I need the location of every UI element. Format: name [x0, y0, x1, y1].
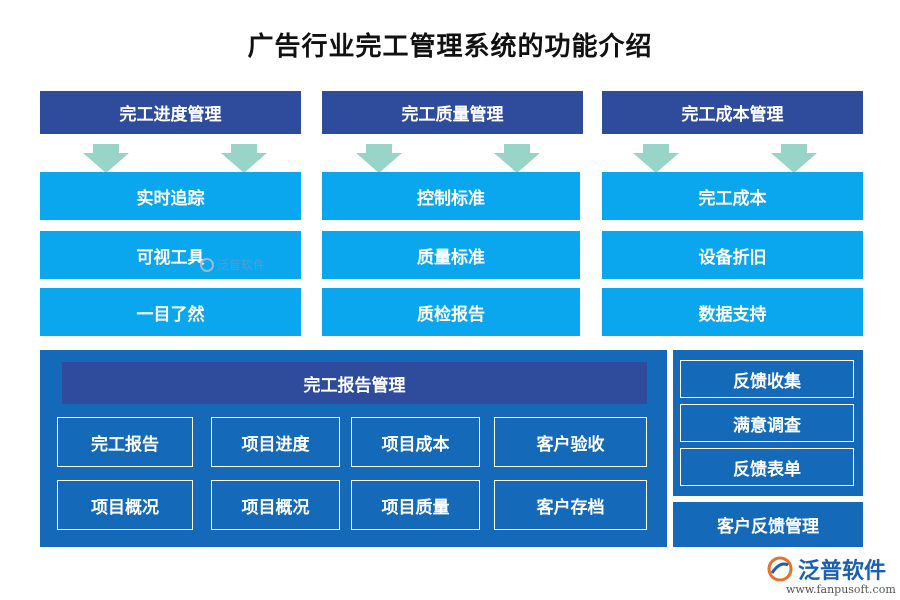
brand-logo: 泛普软件 www.fanpusoft.com — [766, 553, 896, 597]
down-arrow-icon — [494, 144, 540, 173]
header-progress: 完工进度管理 — [40, 91, 301, 134]
item-at-a-glance: 一目了然 — [40, 288, 301, 336]
down-arrow-icon — [771, 144, 817, 173]
down-arrow-icon — [356, 144, 402, 173]
down-arrow-icon — [633, 144, 679, 173]
page-title: 广告行业完工管理系统的功能介绍 — [247, 32, 653, 62]
cell-project-progress: 项目进度 — [211, 417, 340, 467]
header-cost: 完工成本管理 — [602, 91, 863, 134]
item-visual-tools: 可视工具 — [40, 231, 301, 279]
brand-name: 泛普软件 — [798, 559, 887, 584]
report-header: 完工报告管理 — [62, 362, 647, 404]
cell-feedback-form: 反馈表单 — [680, 448, 854, 486]
cell-project-quality: 项目质量 — [351, 480, 480, 530]
cell-project-cost: 项目成本 — [351, 417, 480, 467]
feedback-panel — [673, 350, 863, 496]
item-completion-cost: 完工成本 — [602, 172, 863, 220]
brand-url: www.fanpusoft.com — [786, 583, 896, 596]
cell-feedback-collection: 反馈收集 — [680, 360, 854, 398]
item-quality-standard: 质量标准 — [322, 231, 580, 279]
cell-customer-archive: 客户存档 — [494, 480, 647, 530]
cell-customer-acceptance: 客户验收 — [494, 417, 647, 467]
item-depreciation: 设备折旧 — [602, 231, 863, 279]
down-arrow-icon — [221, 144, 267, 173]
watermark: 泛普软件 — [200, 256, 265, 273]
item-realtime-tracking: 实时追踪 — [40, 172, 301, 220]
feedback-footer: 客户反馈管理 — [673, 502, 863, 547]
watermark-logo-icon — [200, 257, 214, 272]
brand-logo-icon — [767, 556, 793, 582]
cell-completion-report: 完工报告 — [57, 417, 193, 467]
cell-project-overview: 项目概况 — [57, 480, 193, 530]
header-quality: 完工质量管理 — [322, 91, 583, 134]
item-data-support: 数据支持 — [602, 288, 863, 336]
item-control-standard: 控制标准 — [322, 172, 580, 220]
down-arrow-icon — [83, 144, 129, 173]
cell-project-overview: 项目概况 — [211, 480, 340, 530]
cell-satisfaction-survey: 满意调查 — [680, 404, 854, 442]
item-inspection-report: 质检报告 — [322, 288, 580, 336]
